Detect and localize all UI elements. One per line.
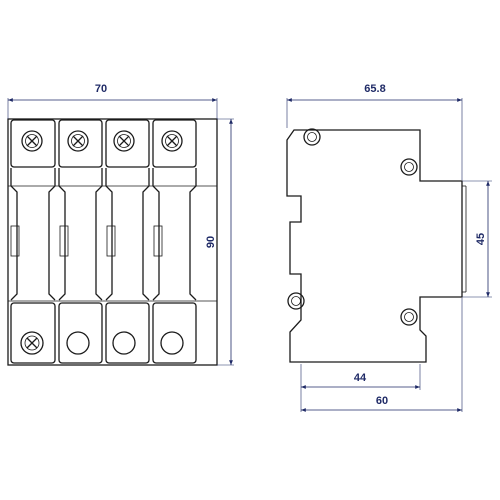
side-width-label: 65.8 bbox=[364, 83, 385, 95]
top-screw-1-icon bbox=[21, 130, 43, 152]
bottom-terminal-2-icon bbox=[66, 331, 90, 355]
pole-3 bbox=[105, 119, 150, 364]
side-lower-inner-label: 44 bbox=[354, 372, 367, 384]
pole-1 bbox=[10, 119, 56, 364]
front-height-label: 90 bbox=[205, 236, 217, 248]
bottom-terminal-4-icon bbox=[160, 331, 184, 355]
side-view-outline bbox=[286, 129, 463, 363]
front-width-dimension: 70 bbox=[7, 83, 218, 119]
side-lower-inner-dimension: 44 bbox=[300, 364, 421, 412]
top-screw-3-icon bbox=[113, 130, 135, 152]
side-hole-top-left-icon bbox=[303, 128, 321, 146]
front-view bbox=[7, 118, 218, 366]
front-view-body bbox=[7, 118, 218, 366]
side-lower-outer-dimension: 60 bbox=[301, 298, 463, 412]
side-width-dimension: 65.8 bbox=[286, 83, 463, 180]
side-hole-top-right-icon bbox=[400, 158, 418, 176]
side-hole-bottom-left-icon bbox=[287, 292, 305, 310]
side-view bbox=[286, 128, 467, 363]
side-height-dimension: 45 bbox=[462, 180, 492, 298]
bottom-screw-1-icon bbox=[20, 331, 44, 355]
front-height-dimension: 90 bbox=[205, 118, 234, 366]
bottom-terminal-3-icon bbox=[112, 331, 136, 355]
side-hole-bottom-right-icon bbox=[400, 308, 418, 326]
top-screw-4-icon bbox=[161, 130, 183, 152]
front-width-label: 70 bbox=[95, 83, 107, 95]
top-screw-2-icon bbox=[67, 130, 89, 152]
side-height-label: 45 bbox=[475, 233, 487, 245]
pole-4 bbox=[152, 119, 197, 364]
pole-2 bbox=[58, 119, 103, 364]
side-lower-outer-label: 60 bbox=[376, 395, 388, 407]
